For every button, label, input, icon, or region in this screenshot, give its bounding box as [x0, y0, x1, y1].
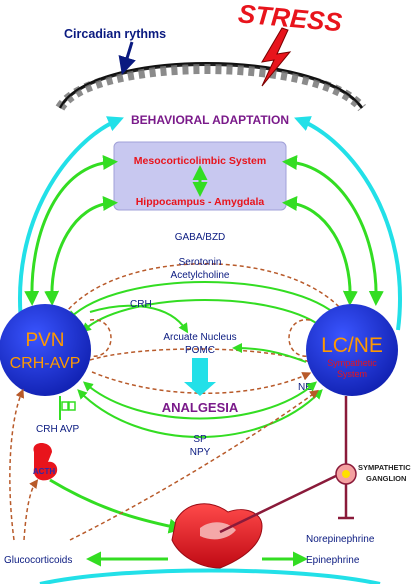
lcne-node: [306, 304, 398, 396]
norepinephrine-label: Norepinephrine: [306, 534, 375, 545]
glucocorticoid-feedback: [9, 388, 319, 541]
acth-label: ACTH: [33, 467, 55, 476]
acth-to-adrenal-arrow: [49, 478, 184, 534]
sympathetic-label: Sympathetic: [327, 358, 377, 368]
lcne-label: LC/NE: [321, 334, 383, 357]
pvn-node: [0, 304, 91, 396]
analgesia-label: ANALGESIA: [162, 400, 239, 415]
system-label: System: [337, 369, 367, 379]
stress-label: STRESS: [237, 0, 344, 37]
arcuate-label: Arcuate Nucleus: [163, 332, 236, 343]
gaba-label: GABA/BZD: [175, 232, 226, 243]
circadian-label: Circadian rythms: [64, 27, 166, 41]
gaba-dashed-arc: [59, 263, 351, 321]
green-box-arcs: [24, 155, 384, 306]
crh-label: CRH: [130, 299, 152, 310]
crh-avp-node-label: CRH-AVP: [10, 355, 81, 372]
circadian-arrow: [118, 41, 136, 75]
serotonin-arc: [67, 281, 343, 321]
behavioral-adaptation-label: BEHAVIORAL ADAPTATION: [131, 113, 289, 127]
acetylcholine-label: Acetylcholine: [171, 270, 230, 281]
mesocorticolimbic-label: Mesocorticolimbic System: [134, 155, 266, 167]
acetylcholine-arc: [80, 299, 330, 333]
crh-arc: [89, 304, 189, 334]
ne-to-arcuate-arrow: [232, 343, 307, 363]
serotonin-label: Serotonin: [179, 257, 222, 268]
ganglion-to-adrenal-line: [219, 472, 341, 534]
lightning-icon: [261, 27, 292, 87]
glucocorticoids-label: Glucocorticoids: [4, 555, 72, 566]
npy-label: NPY: [190, 447, 211, 458]
cortex-arc: [55, 62, 366, 112]
hippocampus-amygdala-label: Hippocampus - Amygdala: [136, 196, 265, 208]
sp-npy-lines: [77, 381, 323, 438]
sp-label: SP: [193, 434, 207, 445]
epinephrine-label: Epinephrine: [306, 555, 360, 566]
pituitary-gland: [33, 443, 58, 481]
pvn-label: PVN: [25, 330, 64, 351]
crh-avp-marker-1: [61, 401, 69, 411]
bottom-cyan-arc: [39, 568, 381, 584]
pomc-label: POMC: [185, 345, 215, 356]
sympathetic-ganglion-label-1: SYMPATHETIC: [358, 463, 411, 472]
sympathetic-ganglion-label-2: GANGLION: [366, 474, 406, 483]
crh-avp-label: CRH AVP: [36, 424, 79, 435]
ganglion-core: [342, 470, 350, 478]
crh-avp-marker-2: [68, 401, 76, 411]
adrenal-medulla: [200, 522, 236, 540]
analgesia-arrow: [184, 358, 216, 396]
